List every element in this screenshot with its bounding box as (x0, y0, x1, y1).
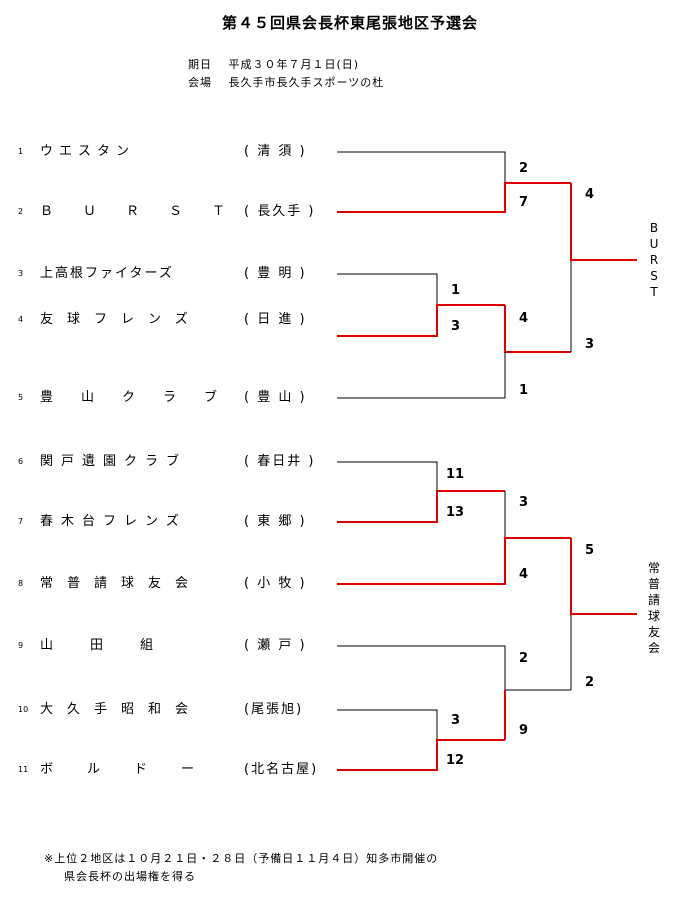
bracket-line-team4-win (337, 304, 505, 337)
note-line-1: ※上位２地区は１０月２１日・２８日（予備日１１月４日）知多市開催の (44, 852, 439, 865)
score-sf-bottom-bottom: 2 (585, 675, 594, 690)
team-name: ウエスタン (40, 144, 136, 159)
team-number: 10 (18, 705, 29, 714)
team-number: 8 (18, 579, 24, 588)
bracket-line-team11-win (337, 739, 505, 771)
team-region: ( 長久手 ) (244, 204, 316, 219)
team-number: 6 (18, 457, 24, 466)
team-name: 友球フレンズ (40, 312, 202, 327)
winner-char: 請 (647, 593, 660, 607)
winner-char: B (649, 221, 659, 235)
bracket-line-team9 (337, 645, 571, 691)
team-name: 豊山クラブ (40, 390, 246, 405)
score-r1-3v4-top: 1 (451, 283, 460, 298)
score-r2-7v8-top: 3 (519, 495, 528, 510)
team-entry-3: 3 上高根ファイターズ ( 豊 明 ) (18, 266, 338, 282)
team-number: 7 (18, 517, 24, 526)
team-region: ( 東 郷 ) (244, 514, 307, 529)
winner-char: U (649, 237, 659, 251)
team-number: 1 (18, 147, 24, 156)
page-title: 第４５回県会長杯東尾張地区予選会 (221, 14, 478, 32)
score-r2-9v11-top: 2 (519, 651, 528, 666)
score-r1-10v11-top: 3 (451, 713, 460, 728)
bracket-line-team3 (337, 273, 438, 305)
winner-char: 普 (647, 577, 660, 591)
team-name: ボルドー (40, 762, 229, 777)
score-sf-bottom-top: 5 (585, 543, 594, 558)
score-r1-1v2-bottom: 7 (519, 195, 528, 210)
team-region: ( 豊 山 ) (244, 390, 307, 405)
score-r1-6v7-top: 11 (446, 467, 464, 482)
score-r2-9v11-bottom: 9 (519, 723, 528, 738)
team-region: ( 日 進 ) (244, 312, 307, 327)
team-number: 2 (18, 207, 24, 216)
team-entry-9: 9 山 田 組 ( 瀬 戸 ) (18, 638, 338, 654)
team-entry-6: 6 関戸遺園クラブ ( 春日井 ) (18, 454, 338, 470)
block2-winner-label: 常普請球友会 (646, 560, 662, 656)
winner-char: 友 (647, 625, 660, 639)
winner-char: S (650, 269, 658, 283)
team-name: 春木台フレンズ (40, 514, 187, 529)
team-name: 山 田 組 (40, 638, 166, 653)
team-region: ( 豊 明 ) (244, 266, 307, 281)
team-region: ( 春日井 ) (244, 454, 316, 469)
team-entry-5: 5 豊山クラブ ( 豊 山 ) (18, 390, 338, 406)
team-number: 9 (18, 641, 24, 650)
team-name: 大久手昭和会 (40, 702, 203, 717)
team-number: 11 (18, 765, 29, 774)
winner-char: T (650, 285, 658, 299)
bracket-line-team10 (337, 709, 438, 740)
venue-line: 会場 長久手市長久手スポーツの杜 (188, 76, 385, 89)
team-entry-4: 4 友球フレンズ ( 日 進 ) (18, 312, 338, 328)
team-region: ( 瀬 戸 ) (244, 638, 307, 653)
bracket-line-team4-r2-win (504, 305, 571, 353)
score-r1-6v7-bottom: 13 (446, 505, 464, 520)
score-sf-top-top: 4 (585, 187, 594, 202)
winner-char: 球 (647, 609, 660, 623)
team-entry-10: 10 大久手昭和会 (尾張旭) (18, 702, 338, 718)
bracket-line-team5 (337, 352, 506, 399)
team-number: 3 (18, 269, 24, 278)
score-r2-7v8-bottom: 4 (519, 567, 528, 582)
bracket-line-team2-win (337, 182, 571, 213)
team-entry-7: 7 春木台フレンズ ( 東 郷 ) (18, 514, 338, 530)
score-r2-4v5-bottom: 1 (519, 383, 528, 398)
winner-char: 会 (647, 641, 660, 655)
bracket-line-team7-win (337, 490, 505, 523)
team-number: 4 (18, 315, 24, 324)
score-sf-top-bottom: 3 (585, 337, 594, 352)
team-region: ( 小 牧 ) (244, 576, 307, 591)
bracket-line-block1-win (570, 183, 637, 261)
team-entry-8: 8 常普請球友会 ( 小 牧 ) (18, 576, 338, 592)
score-r1-10v11-bottom: 12 (446, 753, 464, 768)
team-entry-11: 11 ボルドー (北名古屋) (18, 762, 338, 778)
team-region: (尾張旭) (244, 702, 304, 717)
score-r1-3v4-bottom: 3 (451, 319, 460, 334)
winner-char: R (649, 253, 659, 267)
winner-char: 常 (647, 561, 660, 575)
team-region: ( 清 須 ) (244, 144, 307, 159)
team-entry-1: 1 ウエスタン ( 清 須 ) (18, 144, 338, 160)
team-name: ＢＵＲＳＴ (40, 204, 256, 219)
note-line-2: 県会長杯の出場権を得る (64, 870, 196, 883)
bracket-line-team1 (337, 151, 506, 183)
score-r2-4v5-top: 4 (519, 311, 528, 326)
team-number: 5 (18, 393, 24, 402)
team-name: 常普請球友会 (40, 576, 203, 591)
team-name: 上高根ファイターズ (40, 266, 174, 281)
score-r1-1v2-top: 2 (519, 161, 528, 176)
bracket-line-team6 (337, 461, 438, 491)
bracket-line-team8-win (337, 537, 571, 585)
team-entry-2: 2 ＢＵＲＳＴ ( 長久手 ) (18, 204, 338, 220)
date-line: 期日 平成３０年７月１日(日) (188, 58, 360, 71)
bracket-line-block2-win (570, 538, 637, 615)
team-region: (北名古屋) (244, 762, 319, 777)
team-name: 関戸遺園クラブ (40, 454, 188, 469)
